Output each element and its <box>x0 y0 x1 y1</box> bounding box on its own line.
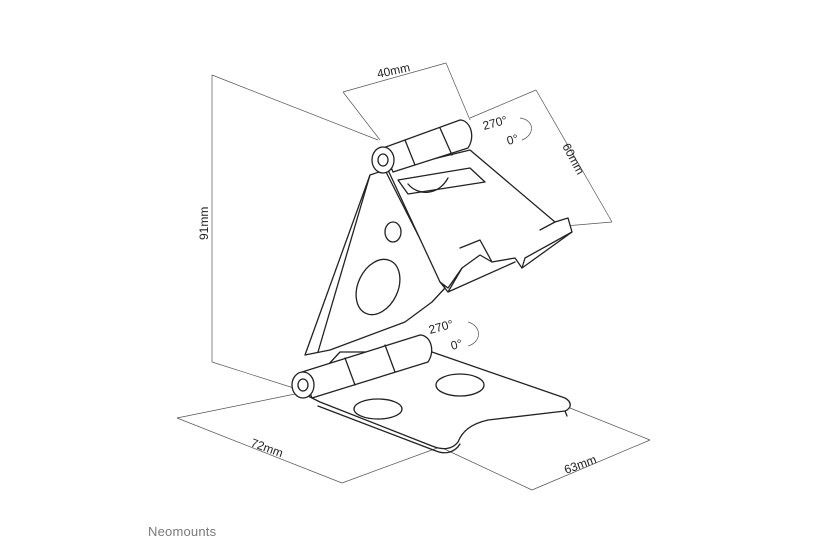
dim-height: 91mm <box>197 207 211 240</box>
bottom-hinge-angle-max: 270° <box>427 317 455 337</box>
dimension-lines <box>176 62 651 491</box>
top-hinge-angle-min: 0° <box>505 131 520 148</box>
bottom-rotation-arrow-icon <box>467 321 479 347</box>
top-hinge <box>371 119 473 174</box>
support-frame <box>304 169 446 356</box>
top-hinge-angle-max: 270° <box>481 113 509 133</box>
dim-base-depth: 72mm <box>249 436 285 461</box>
bottom-hinge-angle-min: 0° <box>449 336 464 353</box>
holder-plate <box>387 149 573 293</box>
bottom-hinge <box>291 334 433 399</box>
dim-top-depth: 60mm <box>559 141 587 177</box>
support-hole-top <box>384 221 402 243</box>
brand-logo-text: Neomounts <box>148 524 217 539</box>
base-hole-front <box>353 398 403 420</box>
support-hole <box>355 258 401 316</box>
top-rotation-arrow-icon <box>519 117 532 141</box>
dim-top-width: 40mm <box>376 60 412 81</box>
dim-base-width: 63mm <box>562 452 598 477</box>
base-hole-back <box>435 373 485 397</box>
